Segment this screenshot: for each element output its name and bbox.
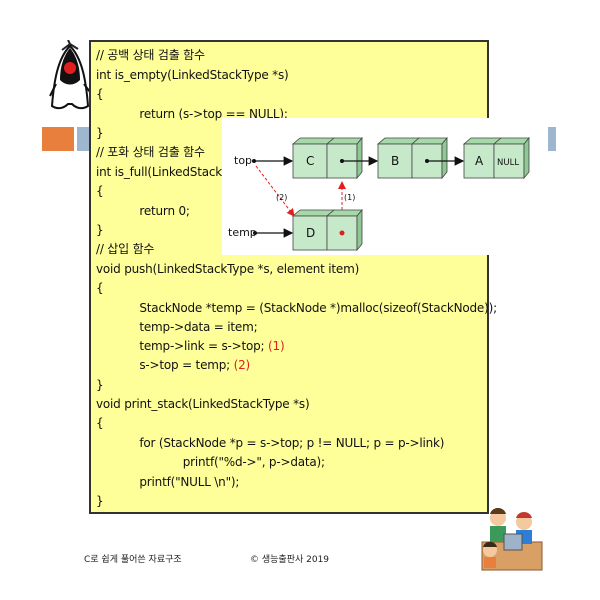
- code-text: {: [96, 281, 104, 295]
- step2-label: (2): [276, 193, 287, 202]
- node-c-data: C: [306, 154, 314, 168]
- node-b: B: [376, 136, 448, 180]
- code-text: void print_stack(LinkedStackType *s): [96, 397, 310, 411]
- code-line: return 0;: [96, 204, 190, 218]
- code-line: }: [96, 378, 104, 392]
- code-text: {: [96, 184, 104, 198]
- node-d: D: [291, 208, 363, 252]
- code-line: printf("NULL \n");: [96, 475, 239, 489]
- code-line: void print_stack(LinkedStackType *s): [96, 397, 310, 411]
- code-text: s->top = temp;: [96, 358, 234, 372]
- code-line: {: [96, 184, 104, 198]
- node-c: C: [291, 136, 363, 180]
- node-a: A NULL: [462, 136, 530, 180]
- code-line: // 삽입 함수: [96, 242, 154, 256]
- step2-arrow: [255, 165, 295, 217]
- code-text: printf("NULL \n");: [96, 475, 240, 489]
- code-text: }: [96, 223, 104, 237]
- code-text: // 공백 상태 검출 함수: [96, 48, 205, 62]
- code-text: }: [96, 494, 104, 508]
- blue-decor-bar-left: [77, 127, 89, 151]
- temp-pointer-label: temp: [228, 226, 257, 239]
- code-text: void push(LinkedStackType *s, element it…: [96, 262, 360, 276]
- code-text: // 삽입 함수: [96, 242, 155, 256]
- step1-label: (1): [344, 193, 355, 202]
- code-line: {: [96, 416, 104, 430]
- orange-decor-bar: [42, 127, 74, 151]
- node-a-null: NULL: [497, 158, 519, 168]
- code-line: // 공백 상태 검출 함수: [96, 48, 205, 62]
- code-panel: // 공백 상태 검출 함수 int is_empty(LinkedStackTy…: [89, 40, 497, 514]
- code-line: void push(LinkedStackType *s, element it…: [96, 262, 359, 276]
- code-line: temp->data = item;: [96, 320, 257, 334]
- linked-stack-diagram: top temp C B: [222, 118, 532, 255]
- code-line: }: [96, 126, 104, 140]
- code-text: {: [96, 416, 104, 430]
- code-line: }: [96, 223, 104, 237]
- code-text: {: [96, 87, 104, 101]
- step-marker: (2): [233, 358, 251, 372]
- step-marker: (1): [268, 339, 285, 353]
- java-duke-mascot-icon: [48, 39, 92, 118]
- node-b-data: B: [391, 154, 399, 168]
- code-text: temp->link = s->top;: [96, 339, 269, 353]
- code-line: // 포화 상태 검출 함수: [96, 145, 205, 159]
- code-text: StackNode *temp = (StackNode *)malloc(si…: [96, 301, 497, 315]
- top-pointer-label: top: [234, 154, 252, 167]
- code-text: return (s->top == NULL);: [96, 107, 288, 121]
- copyright: © 생능출판사 2019: [250, 555, 330, 565]
- code-text: int is_empty(LinkedStackType *s): [96, 68, 289, 82]
- code-text: temp->data = item;: [96, 320, 258, 334]
- code-line: printf("%d->", p->data);: [96, 455, 325, 469]
- code-line: int is_empty(LinkedStackType *s): [96, 68, 289, 82]
- node-a-data: A: [475, 154, 484, 168]
- node-d-data: D: [306, 226, 315, 240]
- code-line: s->top = temp; (2): [96, 358, 250, 372]
- blue-decor-bar-right: [548, 127, 556, 151]
- code-text: for (StackNode *p = s->top; p != NULL; p…: [96, 436, 445, 450]
- code-text: }: [96, 378, 104, 392]
- code-line: }: [96, 494, 104, 508]
- code-line: {: [96, 87, 104, 101]
- book-title: C로 쉽게 풀어쓴 자료구조: [84, 555, 182, 565]
- code-line: for (StackNode *p = s->top; p != NULL; p…: [96, 436, 444, 450]
- code-line: {: [96, 281, 104, 295]
- code-line: temp->link = s->top; (1): [96, 339, 284, 353]
- code-text: }: [96, 126, 104, 140]
- kids-at-computer-icon: [480, 500, 544, 572]
- code-text: // 포화 상태 검출 함수: [96, 145, 205, 159]
- code-line: StackNode *temp = (StackNode *)malloc(si…: [96, 301, 497, 315]
- code-text: return 0;: [96, 204, 190, 218]
- code-text: printf("%d->", p->data);: [96, 455, 325, 469]
- code-line: return (s->top == NULL);: [96, 107, 288, 121]
